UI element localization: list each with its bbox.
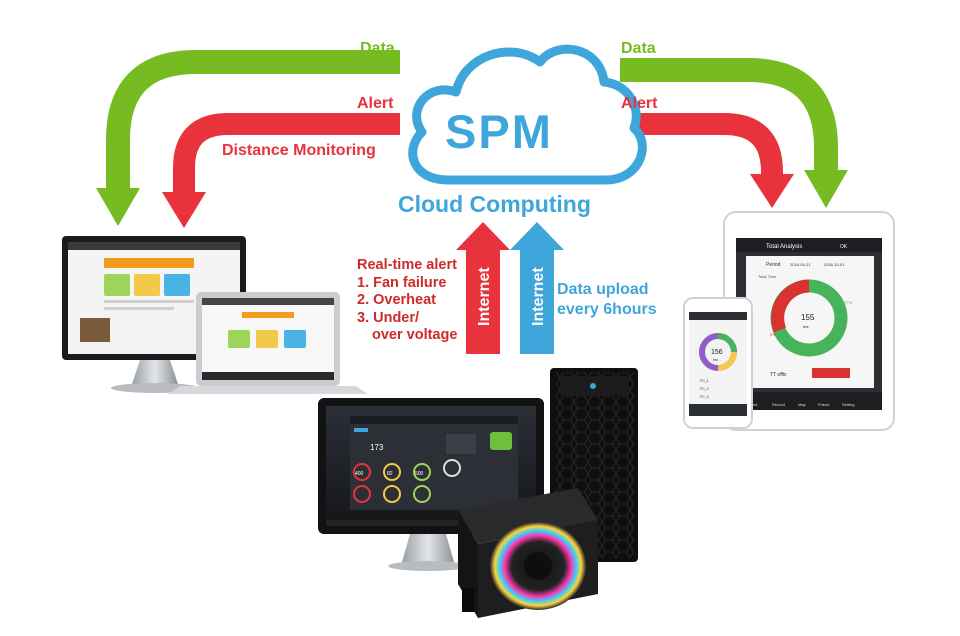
realtime-alert-title: Real-time alert [357, 257, 457, 273]
tablet-subtitle: Total Time [758, 274, 777, 279]
internet-alert-label: Internet [476, 267, 493, 326]
phone-row-3: PC_3 [700, 395, 709, 399]
data-upload-line-2: every 6hours [557, 301, 657, 318]
phone-ring-unit: hrs [713, 358, 718, 362]
tablet-pct-b: 2% [770, 332, 776, 337]
realtime-alert-item-1: 1. Fan failure [357, 274, 447, 291]
tablet-nav-record[interactable]: Record [772, 402, 785, 407]
realtime-alert-block: Real-time alert 1. Fan failure 2. Overhe… [357, 257, 457, 345]
right-alert-label: Alert [621, 95, 658, 112]
realtime-alert-item-3-cont: over voltage [372, 327, 458, 343]
desktop-readout-3: 82 [387, 471, 393, 477]
tablet-nav-map[interactable]: Map [798, 402, 807, 407]
tablet-nav-setting[interactable]: Setting [842, 402, 854, 407]
left-data-label: Data [360, 40, 395, 57]
realtime-alert-item-2: 2. Overheat [357, 292, 436, 308]
tablet-title: Total Analysis [766, 244, 802, 250]
power-supply-unit [458, 488, 598, 618]
laptop [168, 292, 368, 394]
desktop-readout-2: 400 [355, 471, 364, 477]
right-data-label: Data [621, 40, 656, 57]
desktop-readout-4: 500 [415, 471, 424, 477]
tablet-period-start: 2016-09-21 [790, 262, 811, 267]
internet-upload-arrow [510, 222, 564, 354]
left-alert-label: Alert [357, 95, 394, 112]
tablet-row-label: TT offic [770, 372, 787, 378]
phone [683, 297, 753, 429]
right-alert-arrow [620, 113, 794, 208]
cloud-computing-caption: Cloud Computing [398, 191, 591, 217]
realtime-alert-item-3: 3. Under/ [357, 309, 420, 326]
cloud-icon [408, 44, 647, 185]
spm-logo-text: SPM [445, 105, 553, 158]
tablet-pct-a: 27% [844, 300, 852, 305]
right-data-arrow [620, 58, 848, 208]
tablet-ring-unit: hrs [803, 324, 809, 329]
data-upload-line-1: Data upload [557, 281, 649, 298]
phone-row-2: PC_2 [700, 387, 709, 391]
distance-monitoring-label: Distance Monitoring [222, 142, 376, 159]
desktop-readout-1: 173 [370, 443, 384, 452]
data-upload-block: Data upload every 6hours [557, 280, 657, 320]
phone-row-1: PC_1 [700, 379, 709, 383]
left-alert-arrow [162, 113, 400, 228]
tablet-period-end: 2016-10-01 [824, 262, 845, 267]
tablet [723, 211, 895, 431]
phone-ring-value: 156 [711, 349, 723, 356]
internet-alert-arrow [456, 222, 510, 354]
tablet-ok-button[interactable]: OK [840, 244, 848, 250]
tablet-period-label: Period [766, 262, 781, 268]
left-data-arrow [96, 50, 400, 226]
tablet-nav-friend[interactable]: Friend [818, 402, 829, 407]
center-desktop-monitor [318, 398, 544, 571]
internet-upload-label: Internet [530, 267, 547, 326]
tablet-ring-value: 155 [801, 313, 815, 322]
left-desktop-monitor [62, 236, 246, 393]
